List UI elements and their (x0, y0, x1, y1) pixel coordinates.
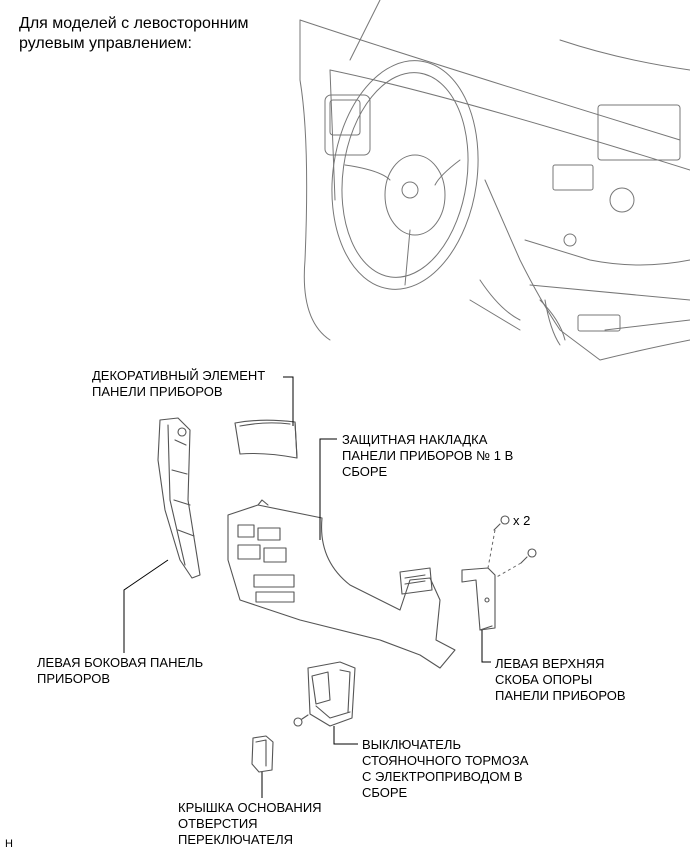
label-line: СТОЯНОЧНОГО ТОРМОЗА (362, 753, 529, 768)
label-line: КРЫШКА ОСНОВАНИЯ (178, 800, 322, 815)
bolt-upper (493, 515, 510, 531)
label-trim-element: ДЕКОРАТИВНЫЙ ЭЛЕМЕНТ ПАНЕЛИ ПРИБОРОВ (92, 368, 265, 400)
label-line: ВЫКЛЮЧАТЕЛЬ (362, 737, 461, 752)
label-line: ПАНЕЛИ ПРИБОРОВ № 1 В (342, 448, 514, 463)
assembly-line-bolt-upper (487, 529, 496, 569)
label-line: ПЕРЕКЛЮЧАТЕЛЯ (178, 832, 294, 847)
leader-trim-element (283, 376, 294, 426)
left-upper-bracket-part (461, 567, 496, 631)
parking-brake-switch-part (307, 661, 356, 727)
leader-left-side-panel (123, 559, 169, 653)
heading-line-1: Для моделей с левосторонним (19, 15, 249, 32)
label-line: ПРИБОРОВ (37, 671, 111, 686)
page-heading: Для моделей с левосторонним рулевым упра… (19, 14, 249, 54)
dashboard-illustration (299, 0, 690, 361)
leader-left-upper-bracket (481, 630, 491, 663)
heading-line-2: рулевым управлением: (19, 35, 192, 52)
assembly-line-bolt-lower (494, 562, 522, 579)
label-line: x 2 (513, 513, 531, 528)
label-screw-quantity: x 2 (513, 513, 530, 529)
label-line: ОТВЕРСТИЯ (178, 816, 258, 831)
label-lower-panel: ЗАЩИТНАЯ НАКЛАДКА ПАНЕЛИ ПРИБОРОВ № 1 В … (342, 432, 513, 480)
label-line: СКОБА ОПОРЫ (495, 672, 593, 687)
label-line: ЗАЩИТНАЯ НАКЛАДКА (342, 432, 488, 447)
leader-lower-panel (319, 438, 337, 540)
label-line: СБОРЕ (342, 464, 388, 479)
leader-parking-brake-switch (333, 726, 358, 745)
label-line: С ЭЛЕКТРОПРИВОДОМ В (362, 769, 523, 784)
label-line: ДЕКОРАТИВНЫЙ ЭЛЕМЕНТ (92, 368, 266, 383)
label-left-upper-bracket: ЛЕВАЯ ВЕРХНЯЯ СКОБА ОПОРЫ ПАНЕЛИ ПРИБОРО… (495, 656, 626, 704)
left-side-panel-part (157, 417, 201, 579)
label-line: ЛЕВАЯ ВЕРХНЯЯ (495, 656, 605, 671)
label-left-side-panel: ЛЕВАЯ БОКОВАЯ ПАНЕЛЬ ПРИБОРОВ (37, 655, 203, 687)
bolt-lower (520, 548, 537, 564)
label-parking-brake-switch: ВЫКЛЮЧАТЕЛЬ СТОЯНОЧНОГО ТОРМОЗА С ЭЛЕКТР… (362, 737, 528, 801)
label-line: СБОРЕ (362, 785, 408, 800)
label-line: ПАНЕЛИ ПРИБОРОВ (92, 384, 223, 399)
corner-mark: H (5, 838, 13, 850)
label-line: ЛЕВАЯ БОКОВАЯ ПАНЕЛЬ (37, 655, 204, 670)
bolt-switch (293, 714, 309, 727)
switch-hole-cover-part (251, 735, 274, 773)
label-line: ПАНЕЛИ ПРИБОРОВ (495, 688, 626, 703)
trim-element-part (234, 419, 298, 459)
label-switch-hole-cover: КРЫШКА ОСНОВАНИЯ ОТВЕРСТИЯ ПЕРЕКЛЮЧАТЕЛЯ (178, 800, 322, 848)
lower-panel-part (227, 499, 456, 669)
